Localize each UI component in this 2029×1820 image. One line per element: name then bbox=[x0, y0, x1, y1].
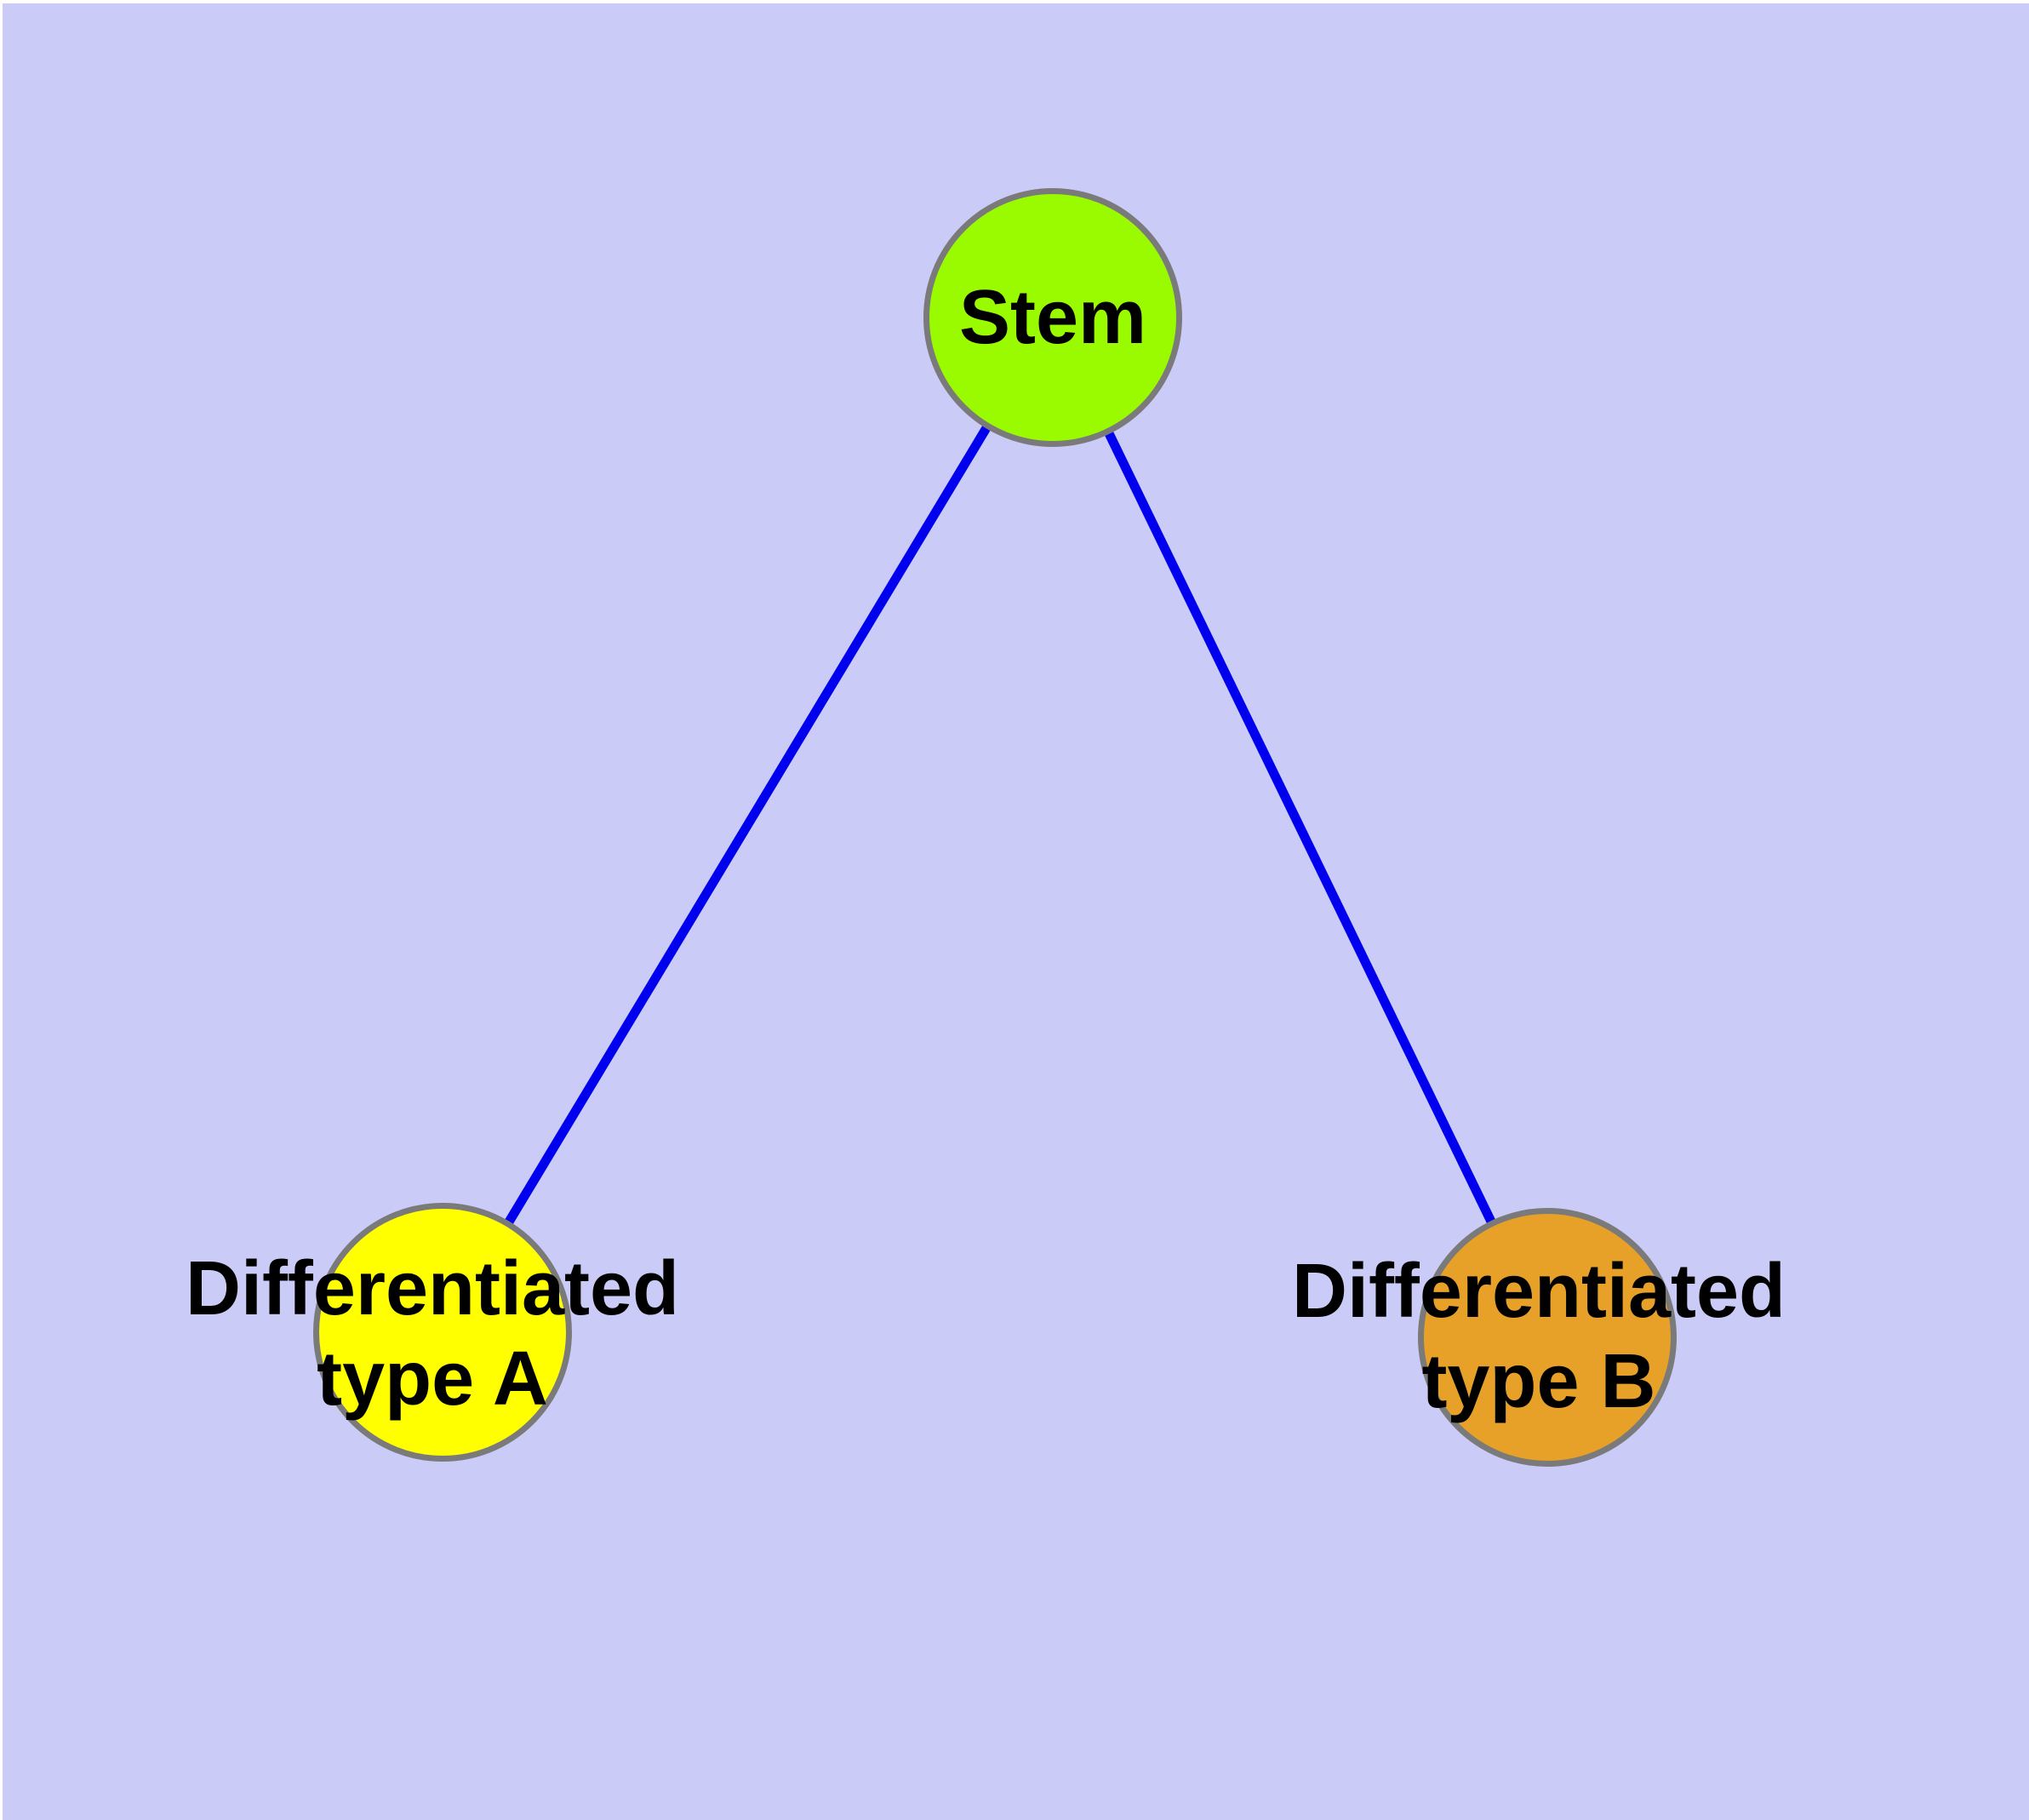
edge-stem-to-type-b bbox=[1049, 315, 1552, 1340]
node-differentiated-type-a bbox=[313, 1203, 572, 1462]
node-stem bbox=[923, 188, 1182, 447]
node-differentiated-type-b bbox=[1418, 1208, 1677, 1467]
edge-stem-to-type-a bbox=[438, 315, 1057, 1335]
